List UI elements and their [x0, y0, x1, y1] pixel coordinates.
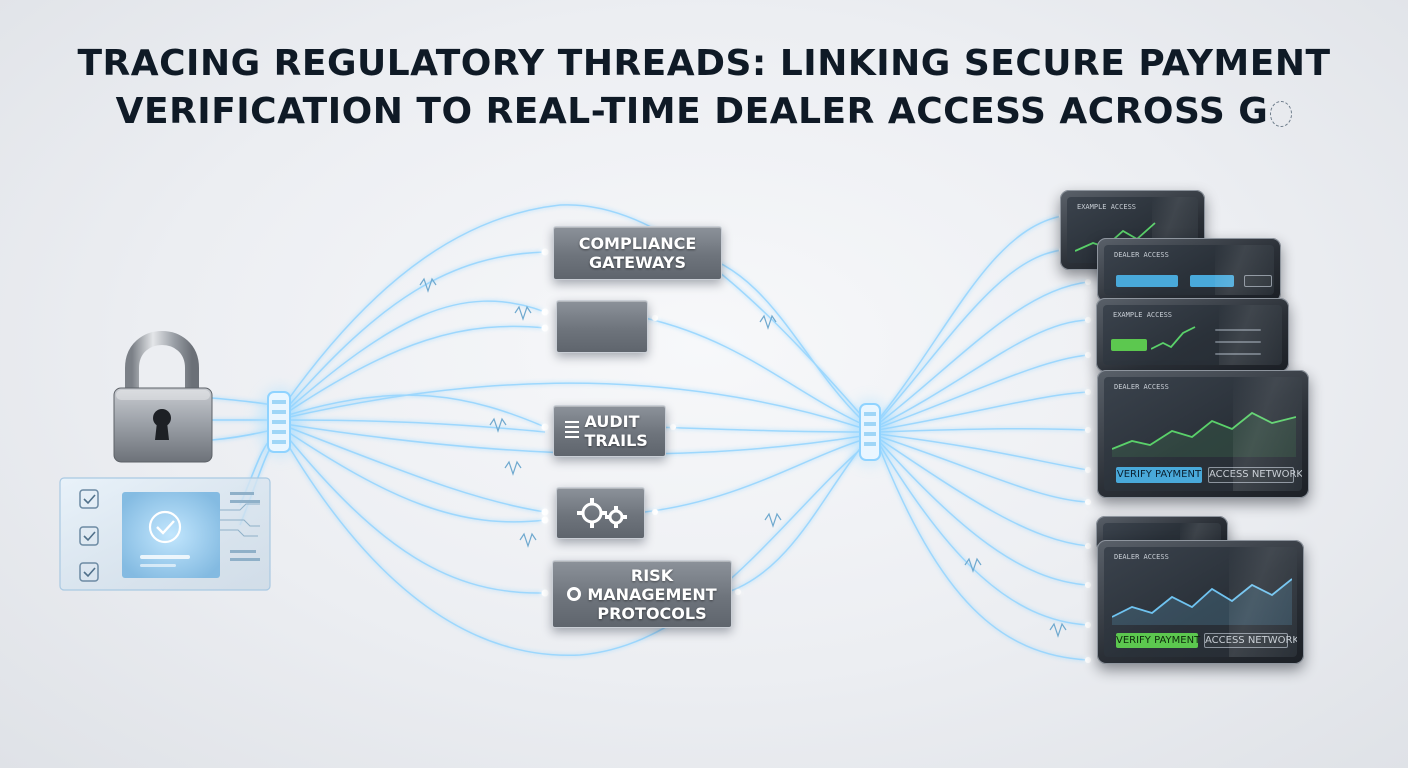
tablet-3-line-2 [1215, 341, 1261, 343]
tablet-4-chart [1112, 411, 1296, 457]
audit-trails-label: AUDIT TRAILS [584, 412, 648, 450]
tablet-6-screen: DEALER ACCESS VERIFY PAYMENT ACCESS NETW… [1104, 547, 1297, 657]
signal-pulses [419, 277, 1067, 638]
title-line-1: TRACING REGULATORY THREADS: LINKING SECU… [77, 43, 1331, 84]
tablet-1-title: EXAMPLE ACCESS [1077, 203, 1137, 211]
globe-icon [1270, 101, 1293, 127]
dealer-tablet-2: DEALER ACCESS [1097, 238, 1281, 302]
dealer-tablet-3: EXAMPLE ACCESS [1096, 298, 1289, 372]
tablet-3-line-1 [1215, 329, 1261, 331]
tablet-2-title: DEALER ACCESS [1114, 251, 1169, 259]
gears-icon [576, 498, 627, 528]
padlock-icon [113, 331, 213, 463]
title-line-2: VERIFICATION TO REAL-TIME DEALER ACCESS … [0, 88, 1408, 136]
middle-threads [284, 204, 863, 657]
page-title: TRACING REGULATORY THREADS: LINKING SECU… [0, 40, 1408, 136]
tablet-4-screen: DEALER ACCESS VERIFY PAYMENT ACCESS NETW… [1104, 377, 1302, 491]
tablet-3-screen: EXAMPLE ACCESS [1103, 305, 1282, 365]
tablet-4-glare [1232, 377, 1302, 491]
tablet-3-title: EXAMPLE ACCESS [1113, 311, 1173, 319]
access-network-button-1[interactable]: ACCESS NETWORK [1208, 467, 1302, 483]
tablet-2-button-a[interactable] [1116, 275, 1178, 287]
tablet-2-button-b[interactable] [1190, 275, 1234, 287]
tablet-2-button-c[interactable] [1244, 275, 1272, 287]
dealer-tablet-4: DEALER ACCESS VERIFY PAYMENT ACCESS NETW… [1097, 370, 1309, 498]
compliance-gateways-node[interactable]: COMPLIANCE GATEWAYS [553, 226, 722, 280]
verify-payment-button-2[interactable]: VERIFY PAYMENT [1116, 633, 1201, 648]
gear-icon [567, 587, 582, 601]
tablet-3-glare [1219, 305, 1282, 365]
tablet-2-screen: DEALER ACCESS [1104, 245, 1274, 295]
right-threads [877, 215, 1089, 661]
tablet-3-button[interactable] [1111, 339, 1147, 351]
audit-trails-node[interactable]: AUDIT TRAILS [553, 405, 666, 457]
risk-line-1: RISK [630, 565, 674, 585]
verification-panel [59, 477, 271, 591]
tablet-6-chart [1112, 578, 1292, 625]
tablet-6-glare [1229, 547, 1297, 657]
verify-payment-button-1[interactable]: VERIFY PAYMENT [1116, 467, 1202, 483]
tablet-5-glare [1179, 523, 1221, 545]
document-lines-icon [564, 421, 579, 441]
right-hub [859, 403, 881, 461]
tablet-6-title: DEALER ACCESS [1114, 553, 1169, 561]
tablet-3-chart [1151, 326, 1196, 350]
risk-management-label: RISK MANAGEMENT PROTOCOLS [587, 566, 716, 623]
dealer-tablet-6: DEALER ACCESS VERIFY PAYMENT ACCESS NETW… [1097, 540, 1304, 664]
tablet-3-line-3 [1215, 353, 1261, 355]
title-line-2-text: VERIFICATION TO REAL-TIME DEALER ACCESS … [115, 91, 1269, 132]
risk-line-2: MANAGEMENT [587, 584, 717, 604]
dealer-tablet-1: EXAMPLE ACCESS [1060, 190, 1205, 270]
risk-management-node[interactable]: RISK MANAGEMENT PROTOCOLS [552, 560, 732, 628]
workflow-node[interactable] [556, 300, 648, 353]
left-hub [267, 391, 291, 453]
compliance-gateways-label: COMPLIANCE GATEWAYS [578, 234, 697, 272]
gears-node[interactable] [556, 487, 645, 539]
access-network-button-2[interactable]: ACCESS NETWORK [1204, 633, 1297, 648]
tablet-2-glare [1214, 245, 1274, 295]
tablet-4-title: DEALER ACCESS [1114, 383, 1169, 391]
tablet-5-screen [1103, 523, 1221, 545]
risk-line-3: PROTOCOLS [597, 603, 707, 623]
